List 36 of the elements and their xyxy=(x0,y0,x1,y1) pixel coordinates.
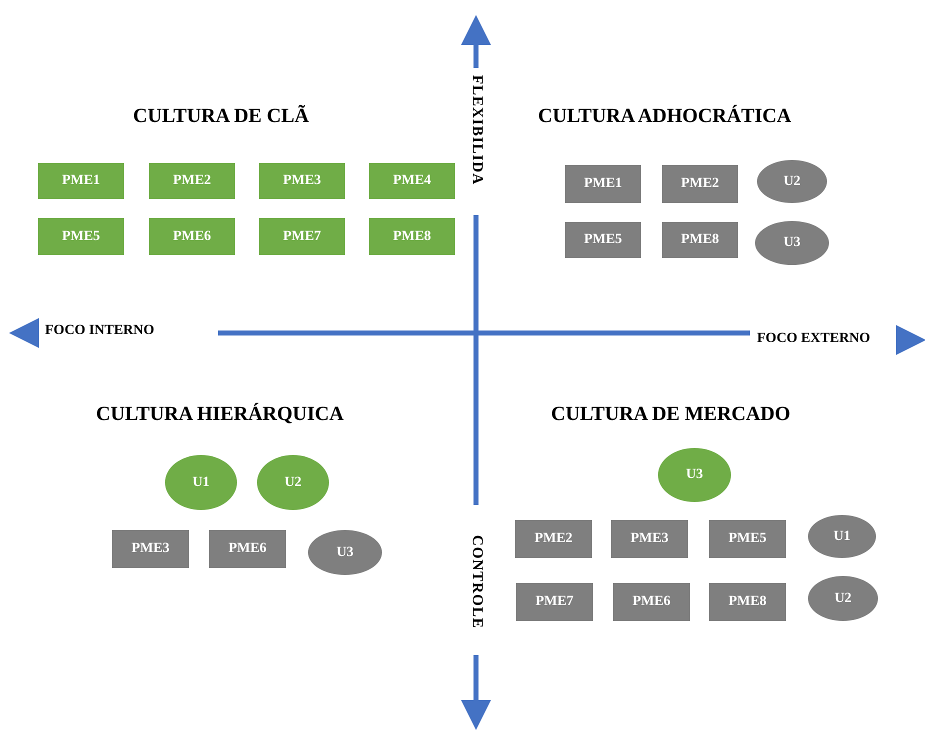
rectangle-node: PME3 xyxy=(112,530,189,568)
rectangle-node: PME2 xyxy=(662,165,738,203)
rectangle-node: PME6 xyxy=(613,583,690,621)
ellipse-node: U2 xyxy=(757,160,827,203)
ellipse-node: U3 xyxy=(308,530,382,575)
axis-label: FOCO INTERNO xyxy=(45,323,154,339)
ellipse-node: U2 xyxy=(808,576,878,621)
rectangle-node: PME1 xyxy=(38,163,124,199)
rectangle-node: PME6 xyxy=(149,218,235,255)
rectangle-node: PME3 xyxy=(611,520,688,558)
quadrant-title: CULTURA HIERÁRQUICA xyxy=(96,403,344,426)
rectangle-node: PME7 xyxy=(516,583,593,621)
rectangle-node: PME5 xyxy=(38,218,124,255)
quadrant-title: CULTURA DE MERCADO xyxy=(551,403,790,426)
rectangle-node: PME7 xyxy=(259,218,345,255)
quadrant-title: CULTURA DE CLÃ xyxy=(133,105,309,128)
rectangle-node: PME5 xyxy=(565,222,641,258)
rectangle-node: PME3 xyxy=(259,163,345,199)
rectangle-node: PME6 xyxy=(209,530,286,568)
ellipse-node: U1 xyxy=(808,515,876,558)
rectangle-node: PME8 xyxy=(369,218,455,255)
ellipse-node: U3 xyxy=(658,448,731,502)
rectangle-node: PME8 xyxy=(662,222,738,258)
ellipse-node: U1 xyxy=(165,455,237,510)
ellipse-node: U3 xyxy=(755,221,829,265)
rectangle-node: PME1 xyxy=(565,165,641,203)
quadrant-title: CULTURA ADHOCRÁTICA xyxy=(538,105,792,128)
ellipse-node: U2 xyxy=(257,455,329,510)
rectangle-node: PME2 xyxy=(149,163,235,199)
rectangle-node: PME5 xyxy=(709,520,786,558)
axis-label: FOCO EXTERNO xyxy=(757,331,870,347)
rectangle-node: PME8 xyxy=(709,583,786,621)
rectangle-node: PME2 xyxy=(515,520,592,558)
axis-label: CONTROLE xyxy=(468,535,485,629)
axis-label: FLEXIBILIDA xyxy=(468,75,485,186)
rectangle-node: PME4 xyxy=(369,163,455,199)
